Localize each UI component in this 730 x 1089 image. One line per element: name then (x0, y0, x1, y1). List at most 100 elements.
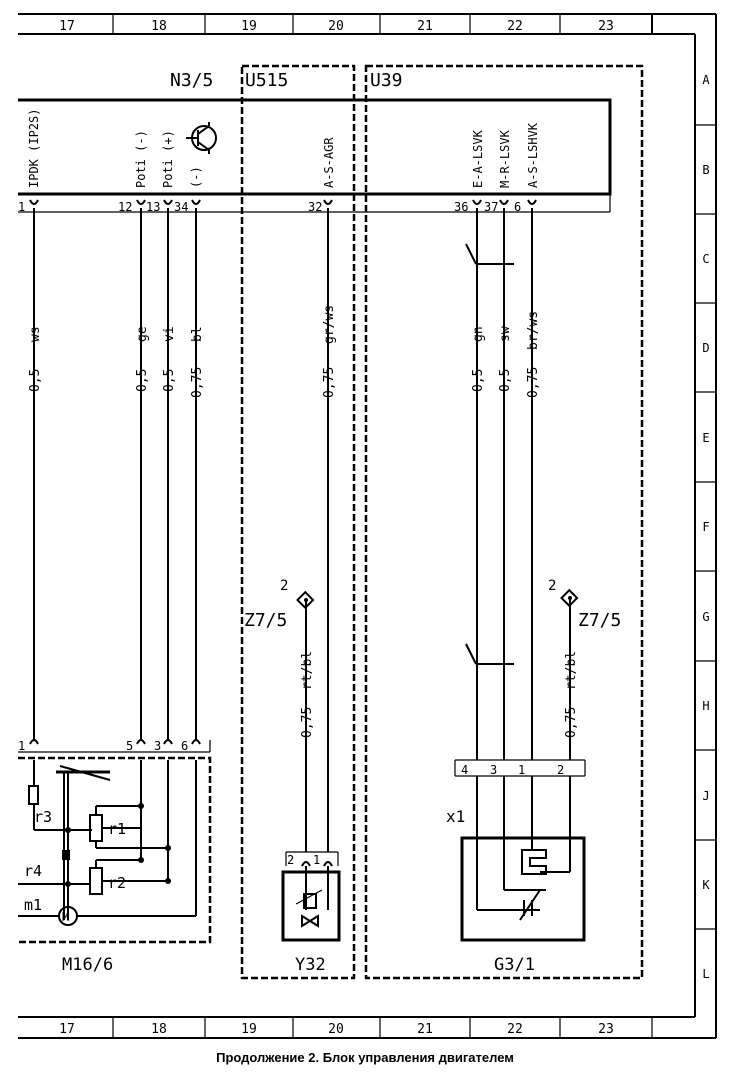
r2-label: r2 (108, 874, 126, 892)
wire-size-wz7r: 0,75 (564, 707, 579, 738)
col-bottom-18: 18 (151, 1022, 167, 1037)
z7-left-ground (296, 590, 315, 610)
wire-size-w12: 0,5 (135, 369, 150, 392)
z7-left-label: Z7/5 (244, 610, 287, 631)
ecu-label-aslshvk: A-S-LSHVK (526, 122, 540, 188)
col-top-18: 18 (151, 19, 167, 34)
valve-assembly (281, 851, 341, 942)
ecu-label: N3/5 (170, 70, 213, 91)
col-bottom-23: 23 (598, 1022, 614, 1037)
sensor-assembly (454, 759, 586, 942)
col-top-22: 22 (507, 19, 523, 34)
row-e: E (702, 431, 709, 445)
row-f: F (702, 520, 709, 534)
row-k: K (702, 878, 710, 892)
motor-pin-5: 5 (126, 739, 133, 753)
motor-pin-3: 3 (154, 739, 161, 753)
motor-label: M16/6 (62, 955, 113, 975)
wire-size-w32: 0,75 (322, 367, 337, 398)
wire-color-w37: sw (498, 326, 513, 342)
u39-label: U39 (370, 70, 403, 91)
connector-label: x1 (446, 807, 465, 826)
wire-size-w36: 0,5 (471, 369, 486, 392)
row-j: J (702, 789, 709, 803)
r4-label: r4 (24, 862, 42, 880)
ecu-label-poti-pos: Poti (+) (161, 130, 175, 188)
junction-dot (65, 827, 71, 833)
wire-color-w32: gr/ws (322, 305, 337, 344)
x1-pin-2: 2 (557, 763, 564, 777)
wire-color-w1: ws (28, 326, 43, 342)
z7-right-ground (560, 588, 579, 608)
ecu-pin-34: 34 (174, 200, 188, 214)
wire-size-w37: 0,5 (498, 369, 513, 392)
ecu-label-ealsvk: E-A-LSVK (471, 129, 485, 188)
junction-dot (65, 881, 71, 887)
wire-size-w6: 0,75 (526, 367, 541, 398)
row-d: D (702, 341, 709, 355)
ecu-label-asagr: A-S-AGR (322, 137, 336, 188)
r1-label: r1 (108, 820, 126, 838)
ecu-pin-37: 37 (484, 200, 498, 214)
x1-pin-3: 3 (490, 763, 497, 777)
ecu-pin-13: 13 (146, 200, 160, 214)
ecu-pin-12: 12 (118, 200, 132, 214)
sensor-label: G3/1 (494, 955, 535, 975)
ecu-label-ipdk: IPDK (IP2S) (27, 109, 41, 188)
wire-lines (33, 208, 571, 852)
col-bottom-21: 21 (417, 1022, 433, 1037)
x1-pin-1: 1 (518, 763, 525, 777)
ecu-box (18, 98, 612, 213)
u39-enclosure (364, 64, 644, 980)
wire-color-wz7l: rt/bl (300, 651, 315, 690)
row-a: A (702, 73, 710, 87)
wire-size-wz7l: 0,75 (300, 707, 315, 738)
ecu-label-neg: (-) (189, 166, 203, 188)
row-g: G (702, 610, 709, 624)
wire-size-w1: 0,5 (28, 369, 43, 392)
ecu-label-poti-neg: Poti (-) (134, 130, 148, 188)
valve-label: Y32 (295, 955, 326, 975)
col-bottom-19: 19 (241, 1022, 257, 1037)
wire-size-w34: 0,75 (190, 367, 205, 398)
r3-label: r3 (34, 808, 52, 826)
wire-color-w12: ge (135, 326, 150, 342)
motor-symbol: M (62, 910, 69, 924)
wire-color-w13: vi (162, 326, 177, 342)
valve-pin-2: 2 (287, 853, 294, 867)
col-bottom-20: 20 (328, 1022, 344, 1037)
z7-left-number: 2 (280, 578, 288, 594)
wire-color-w36: gn (471, 326, 486, 342)
wire-color-w6: br/ws (526, 311, 541, 350)
row-b: B (702, 163, 709, 177)
frame (18, 13, 717, 1039)
column-header-top: 17 18 19 20 21 22 23 (59, 14, 614, 34)
ecu-pin-36: 36 (454, 200, 468, 214)
ecu-pin-contacts (29, 199, 537, 205)
ecu-pin-32: 32 (308, 200, 322, 214)
ecu-pin-6: 6 (514, 200, 521, 214)
z7-right-number: 2 (548, 578, 556, 594)
motor-pin-1: 1 (18, 739, 25, 753)
col-bottom-22: 22 (507, 1022, 523, 1037)
wire-color-w34: bl (190, 326, 205, 342)
transistor-icon (186, 122, 217, 154)
motor-assembly (18, 739, 212, 944)
col-top-21: 21 (417, 19, 433, 34)
wiring-schematic: 17 18 19 20 21 22 23 17 18 19 20 21 22 2… (18, 13, 717, 1039)
row-h: H (702, 699, 709, 713)
ecu-label-mrlsvk: M-R-LSVK (498, 129, 512, 188)
u515-label: U515 (245, 70, 288, 91)
u515-enclosure (240, 64, 356, 980)
col-top-20: 20 (328, 19, 344, 34)
col-top-23: 23 (598, 19, 614, 34)
wire-size-w13: 0,5 (162, 369, 177, 392)
row-l: L (702, 967, 709, 981)
m1-label: m1 (24, 896, 42, 914)
row-labels: A B C D E F G H J K L (695, 73, 716, 981)
row-c: C (702, 252, 709, 266)
z7-right-label: Z7/5 (578, 610, 621, 631)
col-bottom-17: 17 (59, 1022, 75, 1037)
column-header-bottom: 17 18 19 20 21 22 23 (59, 1017, 653, 1038)
col-top-19: 19 (241, 19, 257, 34)
